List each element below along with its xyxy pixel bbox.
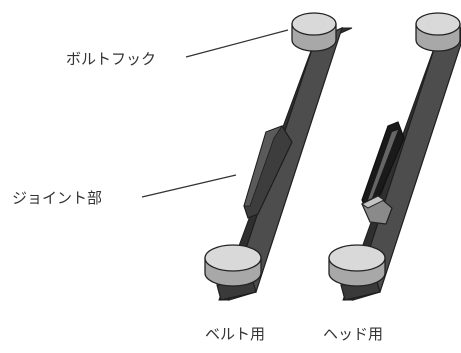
joint-part-leader-line	[141, 174, 237, 198]
head-bottom-bolt-cap	[328, 244, 386, 287]
belt-bottom-bolt-cap	[204, 244, 262, 287]
head-joint-block-top	[361, 195, 385, 209]
bolt-hook-label: ボルトフック	[66, 50, 157, 68]
belt-top-bolt-cap	[291, 12, 337, 52]
bolt-hook-leader-line	[185, 29, 289, 58]
belt-hook	[204, 12, 353, 301]
head-hook	[328, 12, 461, 301]
belt-use-caption: ベルト用	[205, 325, 266, 343]
joint-part-label: ジョイント部	[12, 189, 103, 207]
head-use-caption: ヘッド用	[323, 325, 384, 343]
head-joint-slot-inner	[368, 130, 398, 200]
head-top-bolt-cap	[415, 12, 461, 52]
belt-joint-plate-face	[243, 125, 284, 207]
